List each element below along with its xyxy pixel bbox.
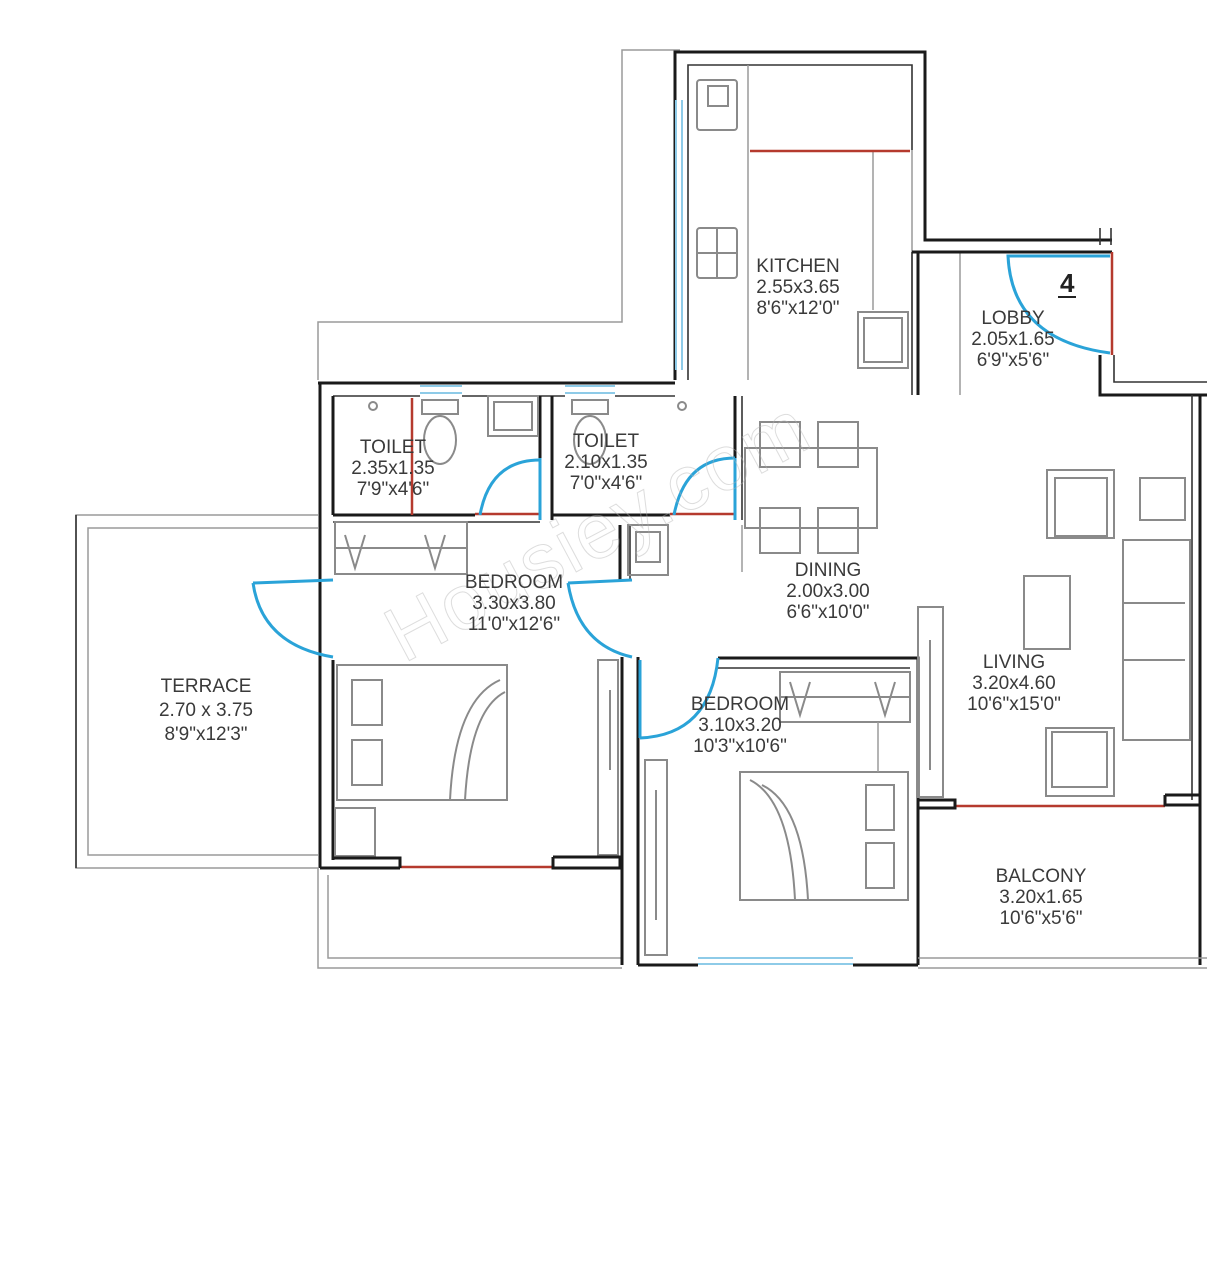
room-metric: 2.00x3.00	[786, 581, 870, 602]
room-metric: 3.30x3.80	[472, 593, 556, 614]
room-name: BEDROOM	[690, 694, 790, 715]
room-name: BEDROOM	[464, 572, 564, 593]
balcony-outline	[918, 957, 1207, 969]
room-label-bedroom-2: BEDROOM 3.10x3.20 10'3"x10'6"	[691, 694, 789, 757]
room-name: TOILET	[572, 431, 640, 452]
room-imperial: 11'0"x12'6"	[467, 614, 561, 635]
room-imperial: 10'6"x5'6"	[999, 908, 1083, 929]
room-imperial: 8'9"x12'3"	[164, 724, 248, 745]
room-name: BALCONY	[995, 866, 1087, 887]
room-imperial: 10'6"x15'0"	[967, 694, 1061, 715]
room-imperial: 7'9"x4'6"	[356, 479, 430, 500]
room-imperial: 7'0"x4'6"	[569, 473, 643, 494]
room-name: KITCHEN	[756, 256, 840, 277]
room-name: DINING	[794, 560, 862, 581]
kitchen-walls	[673, 50, 1112, 380]
room-label-terrace: TERRACE 2.70 x 3.75 8'9"x12'3"	[159, 675, 253, 747]
room-metric: 3.10x3.20	[698, 715, 782, 736]
room-name: LOBBY	[981, 308, 1045, 329]
unit-number: 4	[1058, 268, 1077, 298]
room-name: TERRACE	[160, 676, 252, 697]
room-imperial: 6'6"x10'0"	[786, 602, 870, 623]
bedroom-1-walls	[251, 521, 669, 870]
terrace-outline	[75, 514, 318, 869]
room-metric: 2.70 x 3.75	[158, 700, 254, 721]
living-walls	[917, 395, 1202, 965]
room-label-balcony: BALCONY 3.20x1.65 10'6"x5'6"	[996, 866, 1087, 929]
room-metric: 2.55x3.65	[756, 277, 840, 298]
toilets-walls	[318, 381, 743, 580]
room-metric: 3.20x1.65	[999, 887, 1083, 908]
room-label-toilet-1: TOILET 2.35x1.35 7'9"x4'6"	[351, 437, 434, 500]
room-imperial: 8'6"x12'0"	[756, 298, 840, 319]
room-imperial: 6'9"x5'6"	[976, 350, 1050, 371]
room-label-living: LIVING 3.20x4.60 10'6"x15'0"	[967, 652, 1061, 715]
ledge-outline	[317, 868, 622, 969]
room-name: TOILET	[359, 437, 427, 458]
room-metric: 2.10x1.35	[564, 452, 648, 473]
room-imperial: 10'3"x10'6"	[693, 736, 787, 757]
lobby-walls	[911, 228, 1207, 397]
shaft-outline	[317, 49, 680, 380]
room-label-bedroom-1: BEDROOM 3.30x3.80 11'0"x12'6"	[465, 572, 563, 635]
room-label-toilet-2: TOILET 2.10x1.35 7'0"x4'6"	[564, 431, 647, 494]
room-label-dining: DINING 2.00x3.00 6'6"x10'0"	[786, 560, 869, 623]
room-name: LIVING	[982, 652, 1046, 673]
room-metric: 2.05x1.65	[971, 329, 1055, 350]
room-metric: 2.35x1.35	[351, 458, 435, 479]
bedroom-2-walls	[620, 656, 920, 967]
room-label-lobby: LOBBY 2.05x1.65 6'9"x5'6"	[971, 308, 1054, 371]
dining-table	[741, 421, 878, 572]
room-label-kitchen: KITCHEN 2.55x3.65 8'6"x12'0"	[756, 256, 839, 319]
room-metric: 3.20x4.60	[972, 673, 1056, 694]
